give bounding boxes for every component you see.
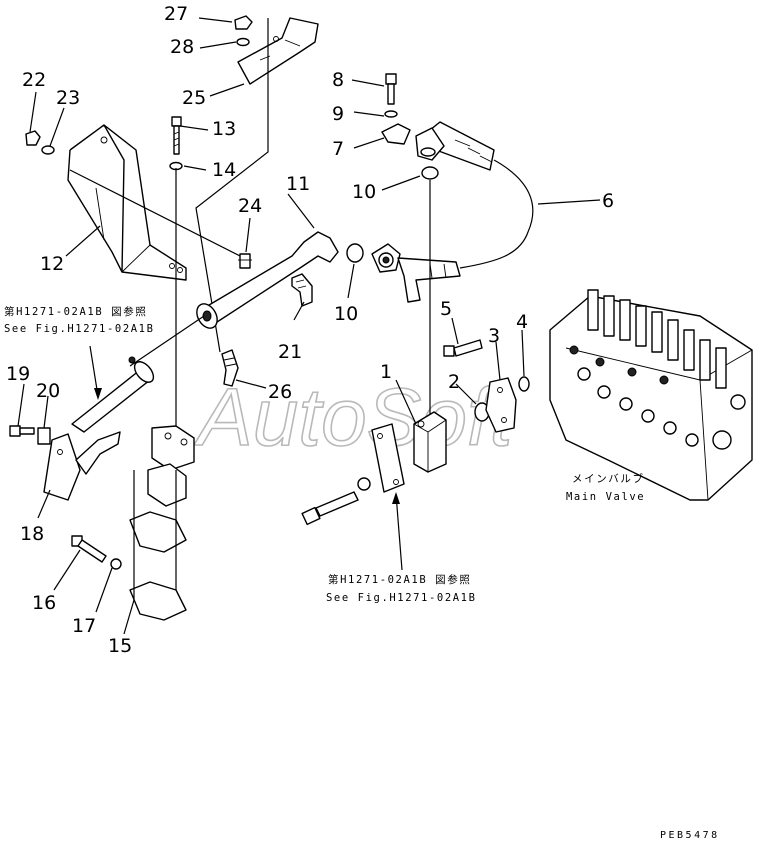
callout-19: 19 (6, 363, 30, 385)
callout-23: 23 (56, 87, 80, 109)
callout-16: 16 (32, 592, 56, 614)
part-22-nut (25, 130, 41, 146)
part-10-oring-left (346, 243, 364, 263)
callout-12: 12 (40, 253, 64, 275)
part-27-nut (234, 15, 253, 30)
part-9-washer (384, 110, 398, 118)
main-valve-label-en: Main Valve (566, 491, 645, 503)
part-23-washer (41, 145, 55, 155)
part-26-elbow (221, 349, 239, 387)
ref-left-jp: 第H1271-02A1B 図参照 (4, 305, 147, 318)
part-3-flange (485, 377, 517, 433)
callout-18: 18 (20, 523, 44, 545)
part-8-bolt (385, 73, 397, 105)
callout-5: 5 (440, 298, 452, 320)
callout-28: 28 (170, 36, 194, 58)
ref-center-jp: 第H1271-02A1B 図参照 (328, 573, 471, 586)
part-19-bolt (9, 425, 35, 437)
callout-1: 1 (380, 361, 392, 383)
part-5-bolt (443, 339, 483, 357)
callout-14: 14 (212, 159, 236, 181)
callout-24: 24 (238, 195, 262, 217)
part-12-bracket (67, 124, 187, 281)
callout-7: 7 (332, 138, 344, 160)
part-6-hose (371, 121, 534, 303)
callout-15: 15 (108, 635, 132, 657)
part-28-washer (236, 37, 250, 47)
ref-left-en: See Fig.H1271-02A1B (4, 323, 155, 335)
part-11-tube (129, 231, 339, 367)
valve-ports (569, 345, 746, 450)
callout-10-left: 10 (334, 303, 358, 325)
callout-2: 2 (448, 371, 460, 393)
callout-10-top: 10 (352, 181, 376, 203)
callout-21: 21 (278, 341, 302, 363)
callout-3: 3 (488, 325, 500, 347)
ref-bolt-center (301, 491, 359, 526)
part-20-clip (37, 427, 51, 445)
callout-6: 6 (602, 190, 614, 212)
callout-4: 4 (516, 311, 528, 333)
part-7-clamp (381, 123, 411, 145)
watermark: AutoSoft (193, 372, 516, 463)
part-24-clamp (238, 253, 252, 269)
callout-8: 8 (332, 69, 344, 91)
part-15-support (129, 425, 195, 621)
part-25-plate (237, 17, 319, 85)
callout-9: 9 (332, 103, 344, 125)
ref-center-en: See Fig.H1271-02A1B (326, 592, 477, 604)
drawing-code: PEB5478 (660, 830, 720, 841)
line-25 (195, 18, 269, 353)
part-18-bracket (43, 431, 121, 501)
callout-17: 17 (72, 615, 96, 637)
callout-25: 25 (182, 87, 206, 109)
ref-plate-center (371, 423, 405, 493)
callout-22: 22 (22, 69, 46, 91)
part-13-bolt (171, 116, 182, 155)
line-12 (69, 169, 245, 259)
part-4-oring (518, 376, 530, 392)
valve-spools (587, 289, 727, 389)
ref-washer-center (357, 477, 371, 491)
ref-tube-left (71, 356, 155, 433)
part-16-bolt (71, 535, 107, 563)
main-valve (549, 289, 753, 501)
callout-27: 27 (164, 3, 188, 25)
part-17-washer (110, 558, 122, 570)
callout-20: 20 (36, 380, 60, 402)
main-valve-label-jp: メインバルブ (572, 472, 645, 485)
part-21-elbow (291, 273, 313, 307)
part-10-oring-top (421, 166, 439, 180)
callout-13: 13 (212, 118, 236, 140)
callouts: 27 28 25 13 14 22 23 12 24 11 21 26 8 9 … (6, 3, 614, 657)
callout-26: 26 (268, 381, 292, 403)
callout-11: 11 (286, 173, 310, 195)
part-1-block (413, 411, 447, 473)
leader-lines (17, 17, 601, 635)
